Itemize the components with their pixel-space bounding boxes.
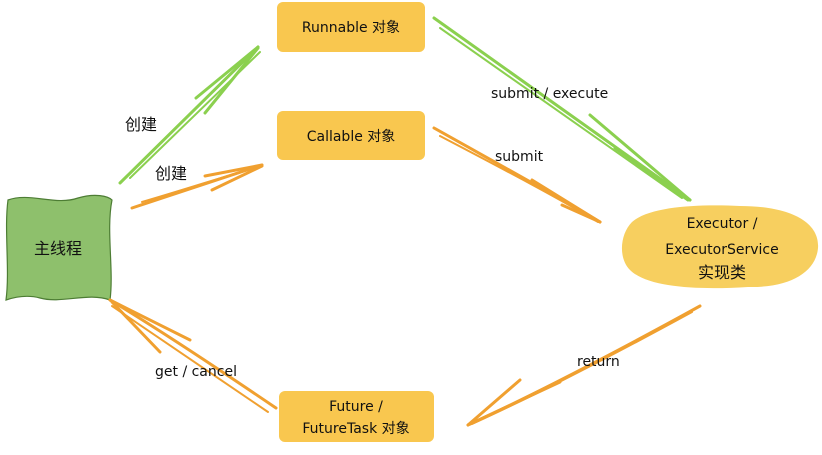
future-node[interactable]: Future / FutureTask 对象 bbox=[279, 391, 434, 442]
runnable-node[interactable]: Runnable 对象 bbox=[277, 2, 425, 52]
label-submit: submit bbox=[495, 149, 544, 165]
label-create-runnable: 创建 bbox=[125, 115, 157, 134]
executor-label-line3: 实现类 bbox=[698, 263, 746, 282]
arrow-return bbox=[466, 304, 702, 427]
callable-label: Callable 对象 bbox=[307, 129, 396, 145]
runnable-label: Runnable 对象 bbox=[302, 20, 400, 36]
label-submit-execute: submit / execute bbox=[491, 86, 608, 102]
arrow-submit bbox=[432, 126, 602, 224]
callable-node[interactable]: Callable 对象 bbox=[277, 111, 425, 160]
future-label-line1: Future / bbox=[329, 399, 383, 415]
executor-label-line1: Executor / bbox=[687, 216, 758, 232]
arrow-get-cancel bbox=[108, 298, 278, 413]
label-get-cancel: get / cancel bbox=[155, 364, 237, 380]
label-create-callable: 创建 bbox=[155, 164, 187, 183]
arrow-create-runnable bbox=[118, 45, 261, 185]
label-return: return bbox=[577, 354, 620, 370]
executor-label-line2: ExecutorService bbox=[665, 242, 778, 258]
arrow-create-callable bbox=[130, 163, 264, 210]
main-thread-node[interactable]: 主线程 bbox=[5, 194, 113, 301]
arrow-submit-execute bbox=[432, 16, 692, 202]
future-label-line2: FutureTask 对象 bbox=[302, 421, 409, 437]
executor-node[interactable]: Executor / ExecutorService 实现类 bbox=[621, 205, 819, 289]
main-thread-label: 主线程 bbox=[34, 239, 82, 258]
